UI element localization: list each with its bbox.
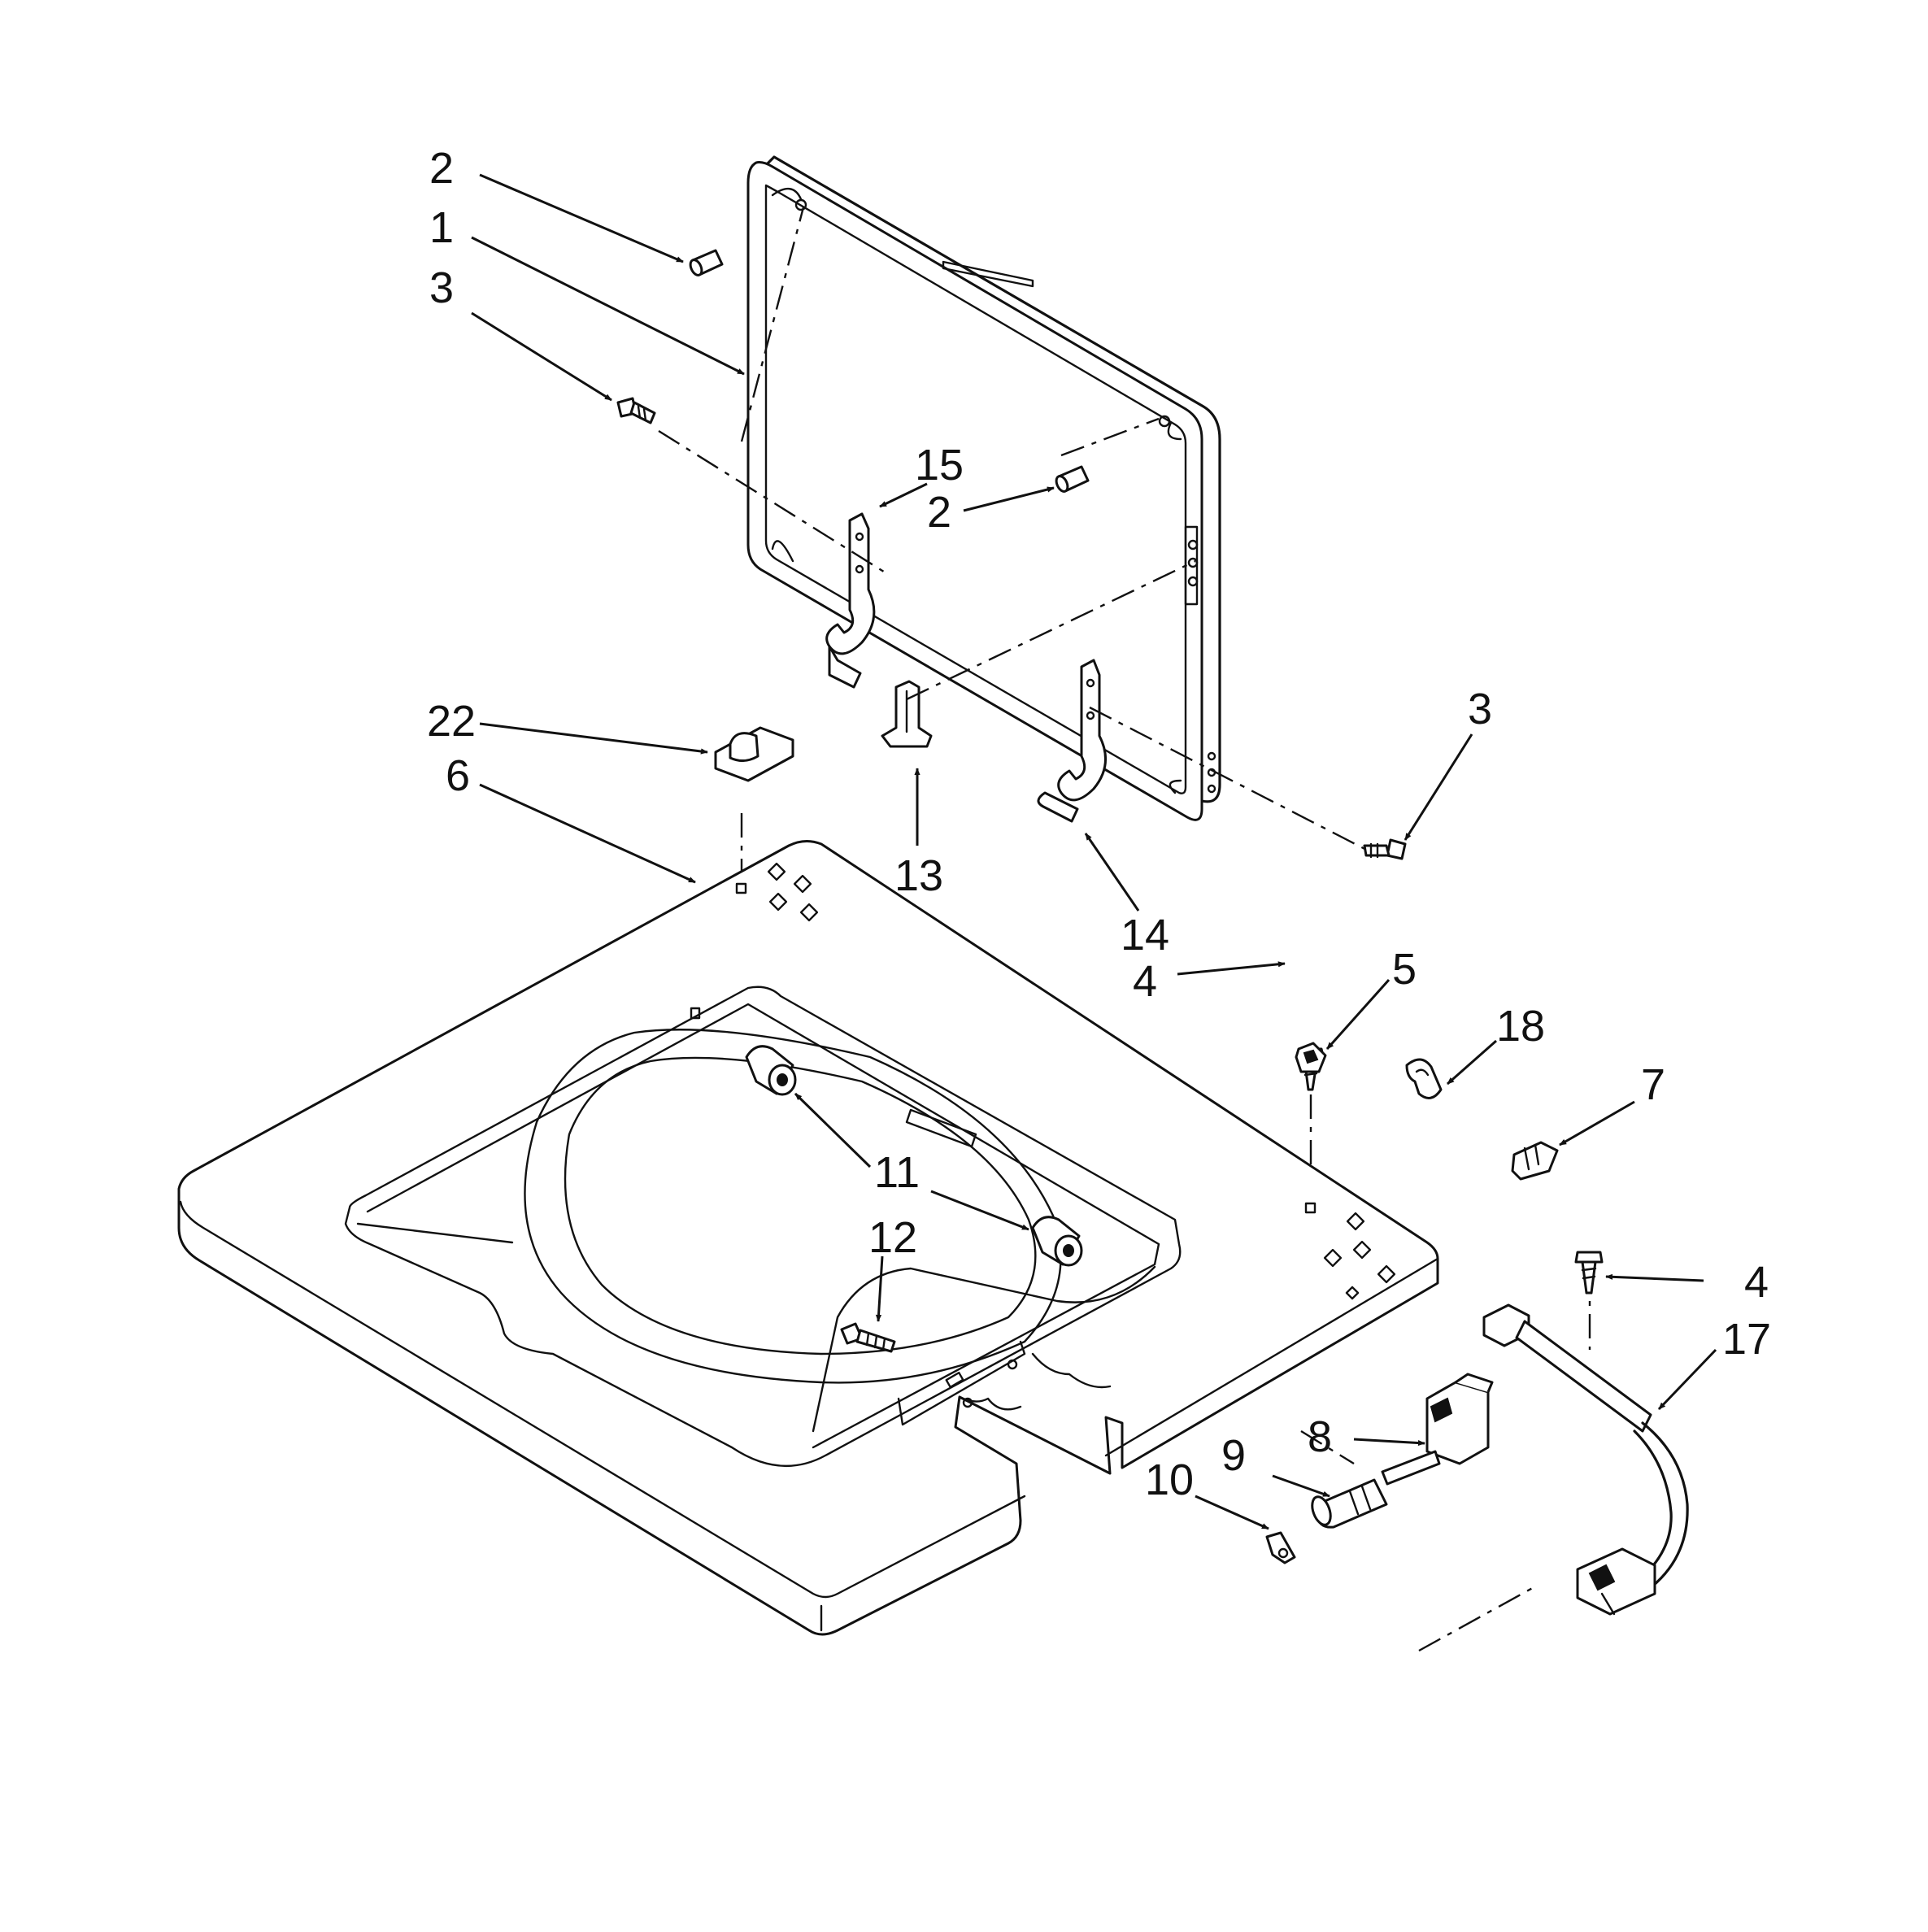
callout-12: 12 xyxy=(868,1213,917,1262)
callout-15: 15 xyxy=(915,441,964,490)
callout-8: 8 xyxy=(1308,1412,1332,1461)
washer-top xyxy=(177,840,1439,1636)
callout-5: 5 xyxy=(1392,945,1417,994)
callout-10: 10 xyxy=(1145,1456,1194,1504)
tub-opening xyxy=(344,986,1182,1468)
callout-14: 14 xyxy=(1121,911,1169,959)
callout-9: 9 xyxy=(1221,1431,1246,1480)
wire-harness-17 xyxy=(1482,1303,1689,1616)
callout-18: 18 xyxy=(1496,1002,1545,1051)
screw-3b xyxy=(1363,838,1407,860)
plunger-9 xyxy=(1311,1450,1441,1529)
callout-labels: 2 1 3 15 2 22 6 13 14 3 4 5 18 7 11 12 4… xyxy=(427,144,1771,1504)
callout-17: 17 xyxy=(1722,1315,1771,1364)
callout-13: 13 xyxy=(894,851,943,900)
callout-4-top: 4 xyxy=(1133,957,1157,1006)
pin-2a xyxy=(689,249,724,276)
clip-nut-5 xyxy=(1295,1042,1327,1073)
callout-7: 7 xyxy=(1641,1060,1665,1109)
bracket-7 xyxy=(1511,1141,1559,1181)
screw-4b xyxy=(1574,1251,1604,1295)
top-holes xyxy=(735,862,1396,1300)
callout-22: 22 xyxy=(427,697,476,746)
clip-18 xyxy=(1405,1058,1443,1099)
lid-bracket xyxy=(881,680,933,748)
screw-3a xyxy=(616,397,656,424)
bumper-11b xyxy=(1031,1216,1083,1267)
callout-3-left: 3 xyxy=(429,263,454,312)
switch-8 xyxy=(1425,1373,1494,1465)
callout-6: 6 xyxy=(446,751,470,800)
callout-2-right: 2 xyxy=(927,488,951,537)
bumper-11a xyxy=(745,1045,797,1096)
lid-frame xyxy=(746,155,1221,821)
callout-2-top: 2 xyxy=(429,144,454,193)
hinge-left xyxy=(825,512,876,689)
callout-4-bottom: 4 xyxy=(1744,1258,1769,1307)
leader-arrows xyxy=(471,173,1717,1530)
callout-1: 1 xyxy=(429,203,454,252)
screw-12 xyxy=(840,1322,896,1353)
callout-3-right: 3 xyxy=(1468,685,1492,733)
hinge-right xyxy=(1037,659,1108,823)
callout-11: 11 xyxy=(874,1148,920,1197)
pin-2b xyxy=(1055,465,1090,493)
cap-22 xyxy=(714,726,794,782)
clip-10 xyxy=(1265,1531,1296,1564)
